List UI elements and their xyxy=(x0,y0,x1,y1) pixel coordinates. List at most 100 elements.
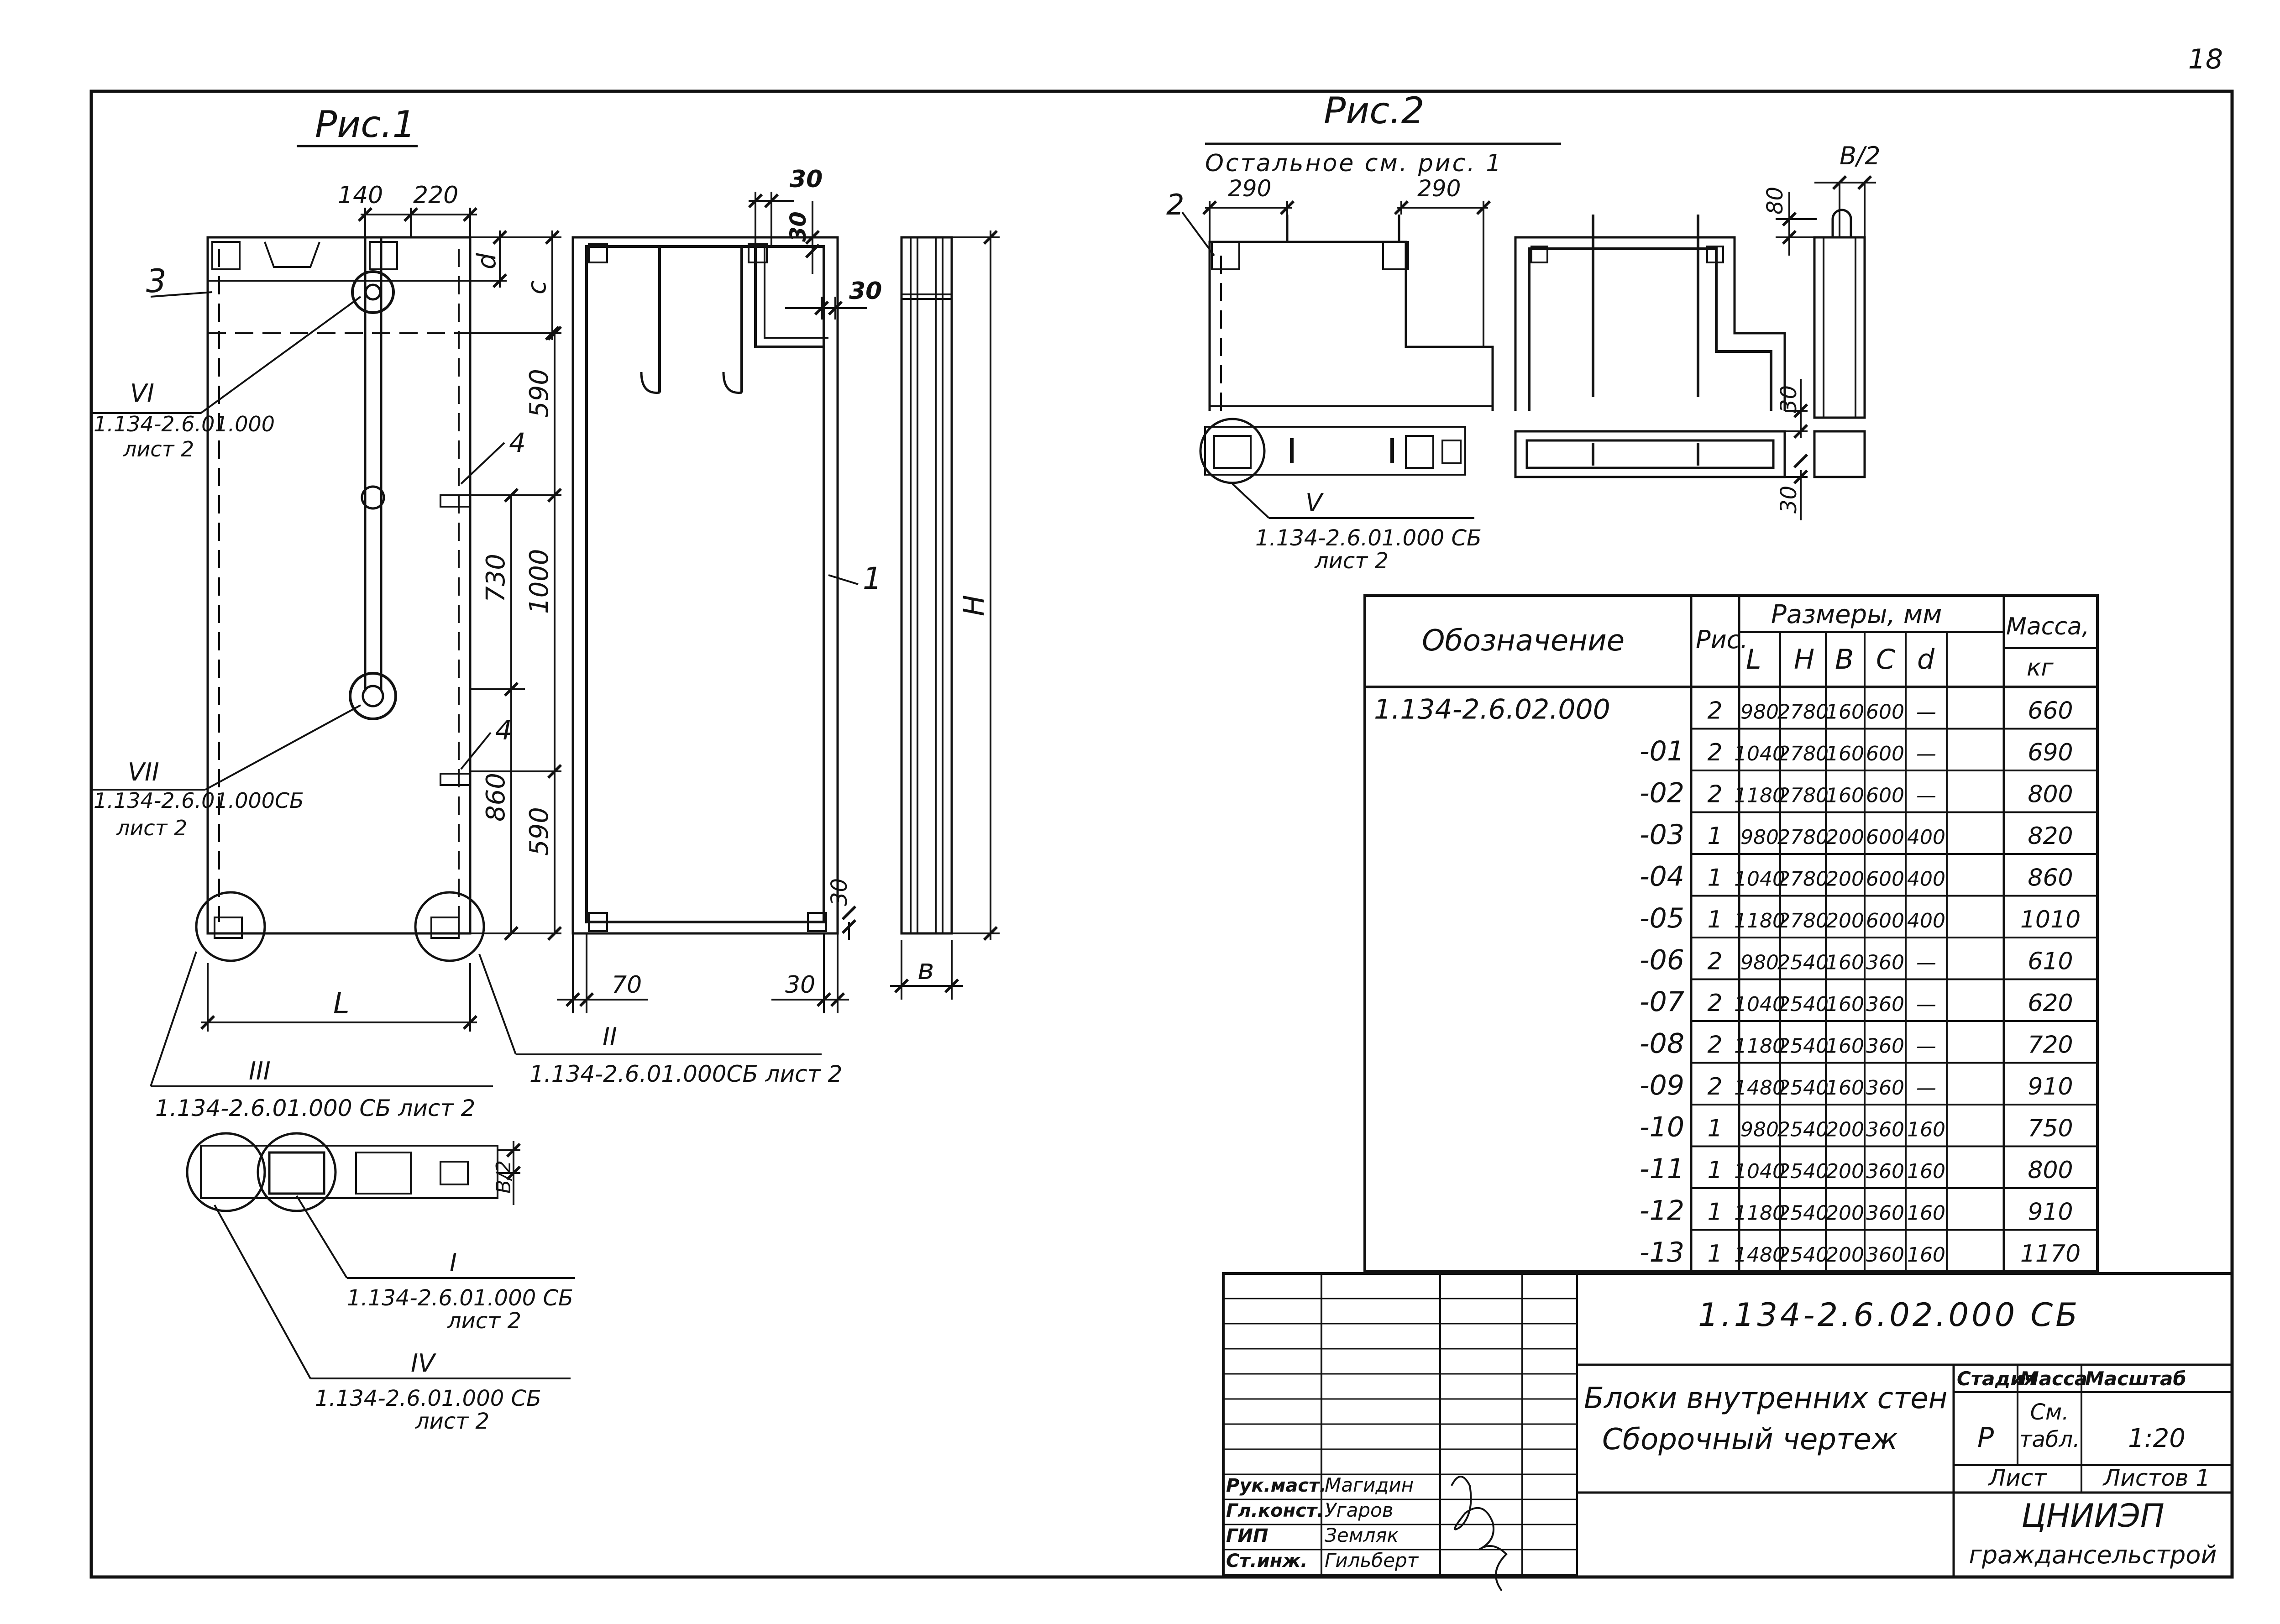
table-cell-C: 600 xyxy=(1866,701,1904,724)
fig1-callout-VII-number: VII xyxy=(128,758,159,786)
table-cell-H: 2780 xyxy=(1777,784,1829,807)
fig1-dim-d: d xyxy=(472,253,502,269)
title-block-sheet-label: Лист xyxy=(1988,1465,2048,1491)
dimension-tick xyxy=(983,230,998,245)
table-cell-designation: 1.134-2.6.02.000 xyxy=(1374,694,1610,726)
fig2-section-outline xyxy=(1514,236,1786,411)
dimension-tick xyxy=(565,992,581,1007)
fig1-callout-III-ref: 1.134-2.6.01.000 СБ лист 2 xyxy=(155,1095,475,1121)
table-cell-d: — xyxy=(1916,1035,1936,1058)
fig1-callout-IV-leader xyxy=(214,1205,311,1379)
dimension-tick xyxy=(814,300,829,316)
table-cell-H: 2540 xyxy=(1777,951,1829,974)
table-cell-C: 600 xyxy=(1866,742,1904,765)
dimension-tick xyxy=(547,764,562,779)
fig1-callout-I-leader xyxy=(296,1195,348,1279)
title-block-mass-line2: табл. xyxy=(2019,1427,2080,1452)
fig1-callout-VI-sheet: лист 2 xyxy=(123,437,194,461)
table-cell-mass: 690 xyxy=(2028,739,2073,766)
table-cell-C: 360 xyxy=(1866,1035,1904,1058)
table-cell-C: 600 xyxy=(1866,826,1904,849)
table-cell-L: 1040 xyxy=(1734,868,1785,891)
fig1-cage-corner-tl xyxy=(588,243,608,263)
table-cell-d: — xyxy=(1916,1076,1936,1100)
fig1-callout-III-number: III xyxy=(249,1057,271,1085)
fig1-detail-circle-IV xyxy=(186,1132,266,1212)
title-block-scale: 1:20 xyxy=(2128,1424,2186,1453)
dimension-tick xyxy=(545,325,560,341)
fig1-plan-strip xyxy=(200,1145,498,1199)
table-cell-designation: -09 xyxy=(1640,1069,1684,1101)
table-cell-mass: 820 xyxy=(2028,822,2073,850)
table-cell-designation: -03 xyxy=(1640,819,1684,851)
fig2-title: Рис.2 xyxy=(1324,89,1425,132)
table-cell-L: 1480 xyxy=(1734,1076,1785,1100)
table-cell-L: 1180 xyxy=(1734,784,1785,807)
table-cell-C: 600 xyxy=(1866,868,1904,891)
fig1-title: Рис.1 xyxy=(315,103,416,146)
table-cell-H: 2780 xyxy=(1777,742,1829,765)
dimension-tick xyxy=(1476,200,1491,215)
dimension-tick xyxy=(492,230,508,245)
table-cell-L: 1040 xyxy=(1734,742,1785,765)
fig1-dim-30-v2: 30 xyxy=(827,878,852,906)
table-cell-d: 160 xyxy=(1907,1118,1945,1142)
dimension-tick xyxy=(462,207,478,222)
table-cell-fig: 2 xyxy=(1707,990,1722,1017)
fig1-channel-node xyxy=(361,485,385,510)
fig1-cage-corner-bl xyxy=(588,912,608,932)
table-cell-C: 360 xyxy=(1866,1076,1904,1100)
table-cell-L: 980 xyxy=(1740,1118,1779,1142)
fig1-callout-I-number: I xyxy=(450,1248,457,1277)
table-cell-d: — xyxy=(1916,951,1936,974)
fig1-dim-B2: В/2 xyxy=(492,1160,515,1194)
fig1-callout-VI-ref: 1.134-2.6.01.000 xyxy=(94,412,275,436)
table-cell-H: 2540 xyxy=(1777,1160,1829,1183)
table-cell-H: 2780 xyxy=(1777,909,1829,932)
fig2-plan-strip xyxy=(1204,426,1466,476)
fig1-node-VI-inner xyxy=(364,283,382,301)
fig2-callout-V-leader xyxy=(1232,483,1270,519)
fig1-callout-IV-ref: 1.134-2.6.01.000 СБ xyxy=(315,1386,541,1411)
fig2-dim-30a: 30 xyxy=(1776,385,1802,413)
dimension-tick xyxy=(547,926,562,941)
dimension-tick xyxy=(357,207,373,222)
fig2-side-outline xyxy=(1813,236,1866,419)
table-cell-C: 360 xyxy=(1866,1243,1904,1267)
fig1-insert-4b xyxy=(440,773,471,786)
table-cell-mass: 910 xyxy=(2028,1199,2073,1226)
fig2-subtitle: Остальное см. рис. 1 xyxy=(1205,150,1503,177)
table-cell-fig: 2 xyxy=(1707,739,1722,766)
title-block-stage: Р xyxy=(1977,1422,1994,1454)
fig2-plan-insert-end-2 xyxy=(1441,440,1462,464)
fig1-bottom-insert-left xyxy=(214,917,243,939)
table-cell-mass: 720 xyxy=(2028,1032,2073,1059)
table-header-B: В xyxy=(1835,644,1854,676)
fig1-insert-4a xyxy=(440,494,471,508)
dimension-tick xyxy=(1793,403,1808,419)
table-cell-designation: -11 xyxy=(1640,1153,1684,1185)
dimension-tick xyxy=(462,1015,478,1030)
fig1-leader-4a xyxy=(460,442,505,485)
table-cell-C: 600 xyxy=(1866,909,1904,932)
fig1-cage-step-outer xyxy=(764,246,828,339)
title-block-org-line1: ЦНИИЭП xyxy=(2021,1497,2164,1535)
table-cell-fig: 1 xyxy=(1707,1240,1722,1268)
fig1-dim-30-top: 30 xyxy=(790,166,823,193)
fig1-callout-IV-sheet: лист 2 xyxy=(415,1409,489,1434)
fig2-detail-circle-V xyxy=(1199,418,1266,484)
table-cell-d: 400 xyxy=(1907,909,1945,932)
table-cell-fig: 2 xyxy=(1707,1073,1722,1100)
dimension-tick xyxy=(506,1142,521,1158)
fig1-corner-insert-left xyxy=(211,241,241,270)
fig1-mark-4b: 4 xyxy=(495,715,512,746)
dimension-tick xyxy=(492,273,508,288)
table-cell-C: 360 xyxy=(1866,993,1904,1016)
table-cell-C: 360 xyxy=(1866,1118,1904,1142)
title-block-scale-header: Масштаб xyxy=(2085,1367,2186,1390)
table-cell-designation: -07 xyxy=(1640,986,1684,1018)
dimension-tick xyxy=(503,926,519,941)
fig1-loop-hook-1 xyxy=(640,372,660,394)
fig1-callout-VII-sheet: лист 2 xyxy=(116,816,187,840)
